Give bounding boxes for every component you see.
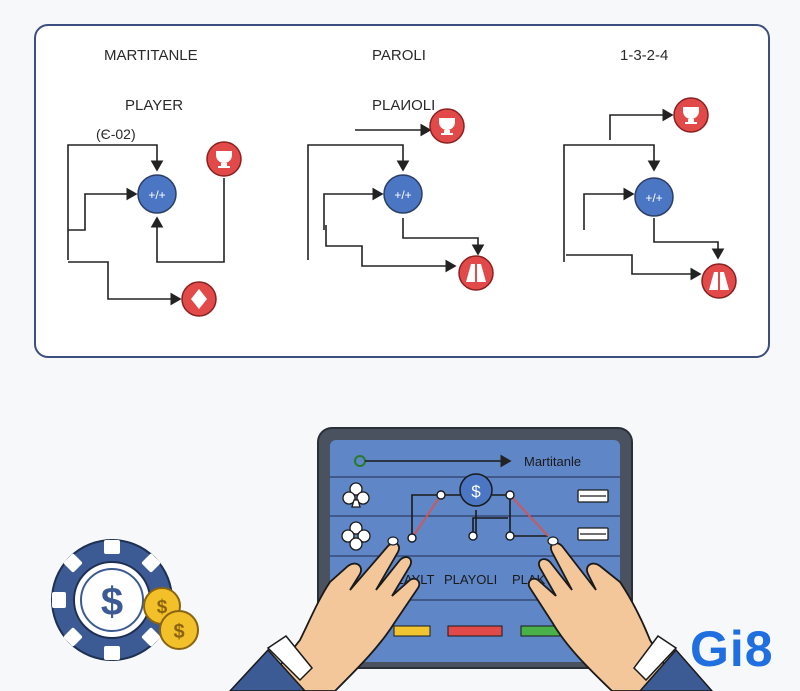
svg-text:+/+: +/+ [645,191,662,205]
tablet-red-lines [411,494,549,539]
diagram-paroli [307,123,485,273]
fingertip-nails [387,536,559,546]
strategy-title-martingale: MARTITANLE [104,47,198,64]
gold-coins-icon: $ $ [143,587,199,650]
clover-icon [341,521,371,551]
trophy-icon [673,97,709,133]
yellow-tab[interactable] [393,625,431,637]
strategy-title-1324: 1-3-2-4 [620,47,669,64]
operator-node-3: +/+ [634,177,674,217]
right-hand-icon [527,542,713,691]
svg-text:$: $ [471,482,481,501]
strategy-note: (Є-02) [96,126,136,142]
svg-text:$: $ [173,621,184,643]
diamond-icon [181,281,217,317]
operator-node-2: +/+ [383,174,423,214]
diagram-martingale [67,144,225,306]
club-icon [342,482,370,508]
strategy-subtitle-paroli: PLAИOLI [372,97,436,114]
svg-text:+/+: +/+ [148,188,165,202]
tablet-flow-lines [411,494,548,538]
gi8-logo: Gi8 [690,621,774,677]
left-hand-icon [228,542,421,691]
dollar-coin-icon: $ [459,473,493,507]
tablet-header-arrow [354,454,512,468]
casino-chip-icon: $ [51,539,173,661]
trophy-icon [429,108,465,144]
tablet-flow-nodes [407,490,515,543]
red-tab[interactable] [447,625,503,637]
strategy-title-paroli: PAROLI [372,47,426,64]
card-icon [458,255,494,291]
tablet-col-label-2: PLAYOLI [444,572,497,587]
svg-text:$: $ [101,580,123,624]
tablet-header-label: Martitanle [524,454,581,469]
operator-node-1: +/+ [137,174,177,214]
svg-text:$: $ [157,597,168,618]
trophy-icon [206,141,242,177]
svg-text:+/+: +/+ [394,188,411,202]
strategy-subtitle-player: PLAYER [125,97,184,114]
card-icon [701,263,737,299]
diagram-1324 [563,108,725,281]
tablet-bar-icons [577,489,609,541]
